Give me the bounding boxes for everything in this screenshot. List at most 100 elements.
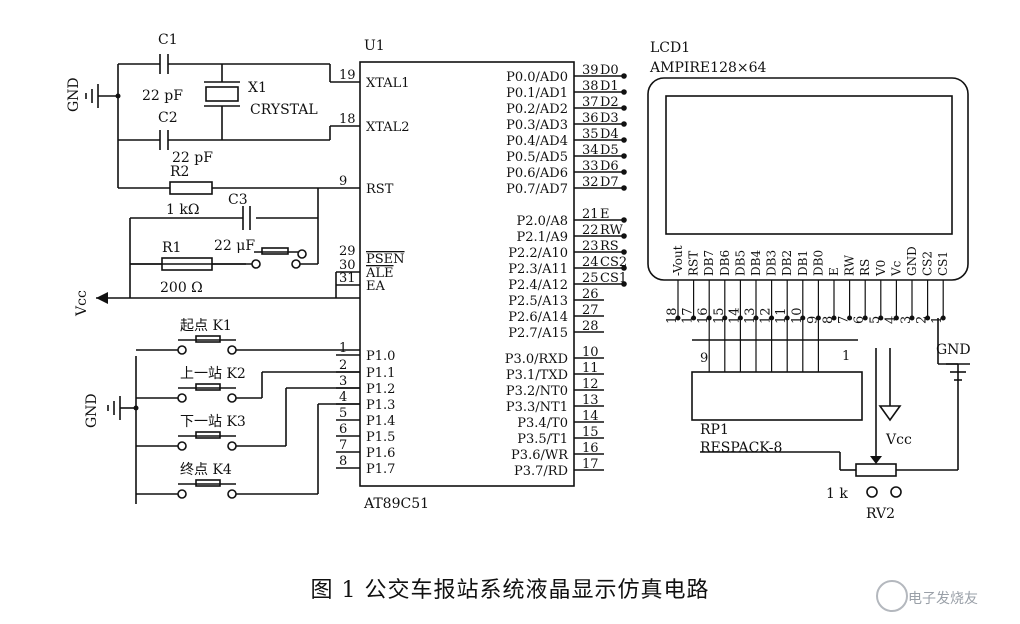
c1-value: 22 pF	[142, 88, 183, 104]
watermark-logo-icon	[876, 580, 908, 612]
u1-pin-number: 16	[582, 441, 599, 456]
u1-pin-name: P2.3/A11	[508, 262, 568, 277]
lcd-pin-number: 7	[837, 316, 852, 324]
u1-pin-number: 13	[582, 393, 599, 408]
c3-ref: C3	[228, 192, 248, 208]
c2-value: 22 pF	[172, 150, 213, 166]
lcd-pin-number: 8	[821, 316, 836, 324]
u1-pin-number: 33	[582, 159, 599, 174]
u1-pin-name: EA	[366, 279, 385, 294]
u1-pin-name: P1.1	[366, 366, 395, 381]
u1-pin-number: 10	[582, 345, 599, 360]
lcd-pin-number: 2	[915, 316, 930, 324]
x1-ref: X1	[248, 80, 267, 96]
u1-body	[359, 61, 575, 487]
u1-pin-number: 12	[582, 377, 599, 392]
key-label: 终点 K4	[180, 462, 232, 478]
lcd-pin-number: 13	[743, 307, 758, 324]
net-label: CS2	[600, 255, 627, 270]
net-label: D2	[600, 95, 619, 110]
u1-pin-number: 15	[582, 425, 599, 440]
lcd-pin-number: 4	[883, 316, 898, 324]
u1-pin-number: 34	[582, 143, 599, 158]
u1-pin-name: P2.0/A8	[517, 214, 568, 229]
u1-pin-number: 38	[582, 79, 599, 94]
r2-ref: R2	[170, 164, 189, 180]
oscillator-circuit: C1 22 pF X1 CRYSTAL C2 22 pF GND	[66, 32, 360, 188]
net-label: D3	[600, 111, 619, 126]
lcd-pin-name: DB3	[765, 250, 779, 276]
watermark-text: 电子发烧友	[908, 591, 978, 607]
rp1-value: RESPACK-8	[700, 440, 782, 456]
u1-pin-name: P0.1/AD1	[506, 86, 568, 101]
key-switch-1[interactable]: 起点 K1	[136, 318, 360, 355]
lcd-pin-number: 3	[899, 316, 914, 324]
lcd-pin-name: GND	[905, 246, 919, 276]
u1-pin-name: P1.4	[366, 414, 395, 429]
lcd-body	[647, 77, 969, 281]
circuit-schematic: U1 AT89C51 19XTAL118XTAL29RST29PSEN30ALE…	[66, 32, 971, 522]
rp1-ref: RP1	[700, 422, 729, 438]
u1-ref: U1	[364, 38, 385, 54]
net-label: RW	[600, 223, 624, 238]
u1-pin-number: 9	[339, 174, 347, 189]
u1-pin-name: P2.5/A13	[508, 294, 568, 309]
u1-pin-name: P3.1/TXD	[506, 368, 568, 383]
r2-body	[169, 181, 213, 195]
u1-pin-number: 7	[339, 438, 347, 453]
lcd-pin-name: -Vout	[671, 245, 685, 276]
net-label: E	[600, 207, 610, 222]
u1-pin-number: 39	[582, 63, 599, 78]
u1-pin-number: 22	[582, 223, 599, 238]
u1-pin-name: P3.2/NT0	[506, 384, 568, 399]
key-switch-2[interactable]: 上一站 K2	[136, 366, 360, 403]
u1-pin-name: P3.0/RXD	[505, 352, 568, 367]
u1-pin-name: P3.6/WR	[511, 448, 569, 463]
net-label: RS	[600, 239, 619, 254]
u1-pin-number: 29	[339, 244, 356, 259]
lcd-pin-name: RS	[858, 259, 872, 276]
u1-left-pins: 19XTAL118XTAL29RST29PSEN30ALE31EA1P1.02P…	[336, 68, 410, 477]
u1-pin-name: P1.5	[366, 430, 395, 445]
u1-pin-number: 14	[582, 409, 599, 424]
lcd-pin-name: CS1	[936, 251, 950, 276]
u1-pin-name: P1.3	[366, 398, 395, 413]
key-switch-4[interactable]: 终点 K4	[136, 403, 360, 499]
u1-pin-name: P0.0/AD0	[506, 70, 568, 85]
u1-pin-name: P3.7/RD	[514, 464, 568, 479]
r1-value: 200 Ω	[160, 280, 203, 296]
rv2-body	[855, 463, 897, 477]
key-switch-3[interactable]: 下一站 K3	[136, 387, 360, 451]
u1-pin-number: 21	[582, 207, 599, 222]
lcd-pin-number: 16	[696, 307, 711, 324]
u1-pin-number: 35	[582, 127, 599, 142]
u1-pin-number: 1	[339, 341, 347, 356]
net-label: D4	[600, 127, 619, 142]
gnd-label-right: GND	[936, 342, 971, 358]
u1-pin-name: P2.1/A9	[517, 230, 568, 245]
u1-pin-name: P0.5/AD5	[506, 150, 568, 165]
u1-pin-number: 6	[339, 422, 347, 437]
lcd-ref: LCD1	[650, 40, 690, 56]
u1-pin-name: P1.6	[366, 446, 395, 461]
lcd-screen	[665, 95, 953, 235]
u1-pin-name: RST	[366, 182, 394, 197]
u1-pin-number: 30	[339, 258, 356, 273]
lcd-pin-name: E	[827, 267, 841, 276]
u1-pin-number: 23	[582, 239, 599, 254]
respack-body	[691, 371, 863, 421]
respack-pin-right: 1	[842, 349, 850, 364]
net-label: D7	[600, 175, 619, 190]
u1-pin-name: P0.4/AD4	[506, 134, 568, 149]
r2-value: 1 kΩ	[166, 202, 199, 218]
u1-pin-name: XTAL1	[366, 76, 410, 91]
u1-pin-name: P2.4/A12	[508, 278, 568, 293]
u1-pin-name: P0.6/AD6	[506, 166, 568, 181]
lcd-pin-number: 11	[774, 307, 789, 324]
u1-pin-name: P3.5/T1	[517, 432, 568, 447]
lcd-pin-number: 5	[868, 316, 883, 324]
u1-pin-number: 32	[582, 175, 599, 190]
u1-pin-name: P2.6/A14	[508, 310, 568, 325]
u1-pin-number: 2	[339, 358, 347, 373]
